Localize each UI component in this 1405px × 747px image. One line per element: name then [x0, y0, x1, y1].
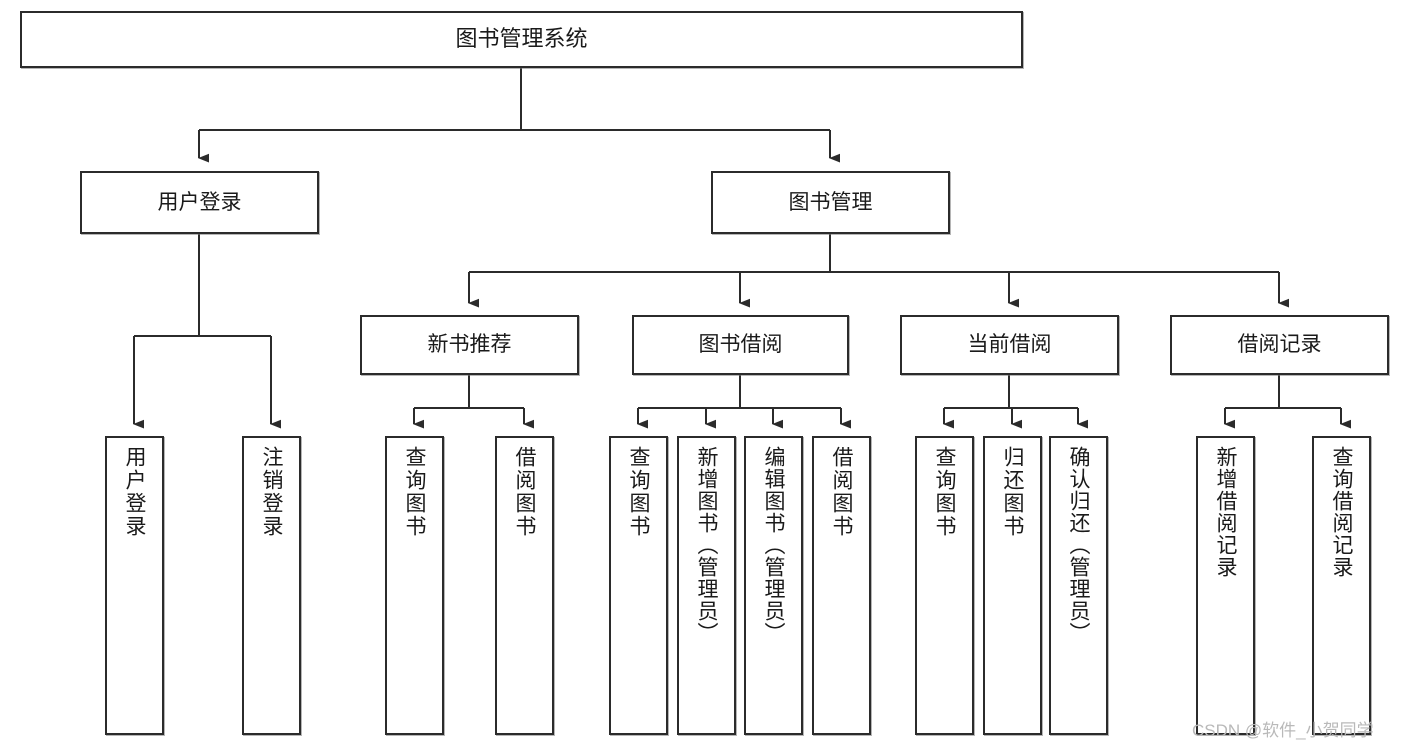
node-borrow-record[interactable]: 借阅记录	[1170, 315, 1389, 375]
node-leaf-cb-query-book[interactable]: 查询图书	[915, 436, 974, 735]
node-leaf-bb-borrow-book-label: 借阅图书	[830, 446, 853, 538]
node-leaf-bb-borrow-book[interactable]: 借阅图书	[812, 436, 871, 735]
node-leaf-bb-add-book[interactable]: 新增图书（管理员）	[677, 436, 736, 735]
node-current-borrow-label: 当前借阅	[967, 333, 1052, 357]
node-book-borrow-label: 图书借阅	[698, 333, 783, 357]
node-leaf-user-login[interactable]: 用户登录	[105, 436, 164, 735]
node-leaf-bb-add-book-label: 新增图书（管理员）	[695, 446, 718, 644]
node-book-borrow[interactable]: 图书借阅	[632, 315, 849, 375]
node-leaf-bb-query-book[interactable]: 查询图书	[609, 436, 668, 735]
node-leaf-user-login-label: 用户登录	[123, 446, 146, 538]
node-current-borrow[interactable]: 当前借阅	[900, 315, 1119, 375]
node-leaf-br-query-record[interactable]: 查询借阅记录	[1312, 436, 1371, 735]
node-new-book-recommend-label: 新书推荐	[427, 333, 512, 357]
csdn-watermark: CSDN @软件_小贺同学	[1192, 721, 1374, 740]
node-leaf-cb-confirm-return-label: 确认归还（管理员）	[1067, 446, 1090, 644]
node-leaf-rec-query-book[interactable]: 查询图书	[385, 436, 444, 735]
node-leaf-bb-edit-book[interactable]: 编辑图书（管理员）	[744, 436, 803, 735]
node-leaf-rec-borrow-book-label: 借阅图书	[513, 446, 536, 538]
node-leaf-cb-query-book-label: 查询图书	[933, 446, 956, 538]
node-book-manage[interactable]: 图书管理	[711, 171, 950, 234]
node-leaf-rec-query-book-label: 查询图书	[403, 446, 426, 538]
node-leaf-rec-borrow-book[interactable]: 借阅图书	[495, 436, 554, 735]
node-leaf-logout[interactable]: 注销登录	[242, 436, 301, 735]
node-root-label: 图书管理系统	[455, 26, 588, 52]
node-root[interactable]: 图书管理系统	[20, 11, 1023, 68]
node-leaf-br-query-record-label: 查询借阅记录	[1330, 446, 1353, 578]
node-leaf-cb-return-book[interactable]: 归还图书	[983, 436, 1042, 735]
node-leaf-br-add-record-label: 新增借阅记录	[1214, 446, 1237, 578]
node-leaf-bb-edit-book-label: 编辑图书（管理员）	[762, 446, 785, 644]
node-user-login[interactable]: 用户登录	[80, 171, 319, 234]
node-new-book-recommend[interactable]: 新书推荐	[360, 315, 579, 375]
node-user-login-label: 用户登录	[157, 190, 242, 214]
node-leaf-cb-confirm-return[interactable]: 确认归还（管理员）	[1049, 436, 1108, 735]
node-leaf-logout-label: 注销登录	[260, 446, 283, 538]
node-leaf-cb-return-book-label: 归还图书	[1001, 446, 1024, 538]
node-leaf-br-add-record[interactable]: 新增借阅记录	[1196, 436, 1255, 735]
node-leaf-bb-query-book-label: 查询图书	[627, 446, 650, 538]
node-book-manage-label: 图书管理	[788, 190, 873, 214]
node-borrow-record-label: 借阅记录	[1237, 333, 1322, 357]
